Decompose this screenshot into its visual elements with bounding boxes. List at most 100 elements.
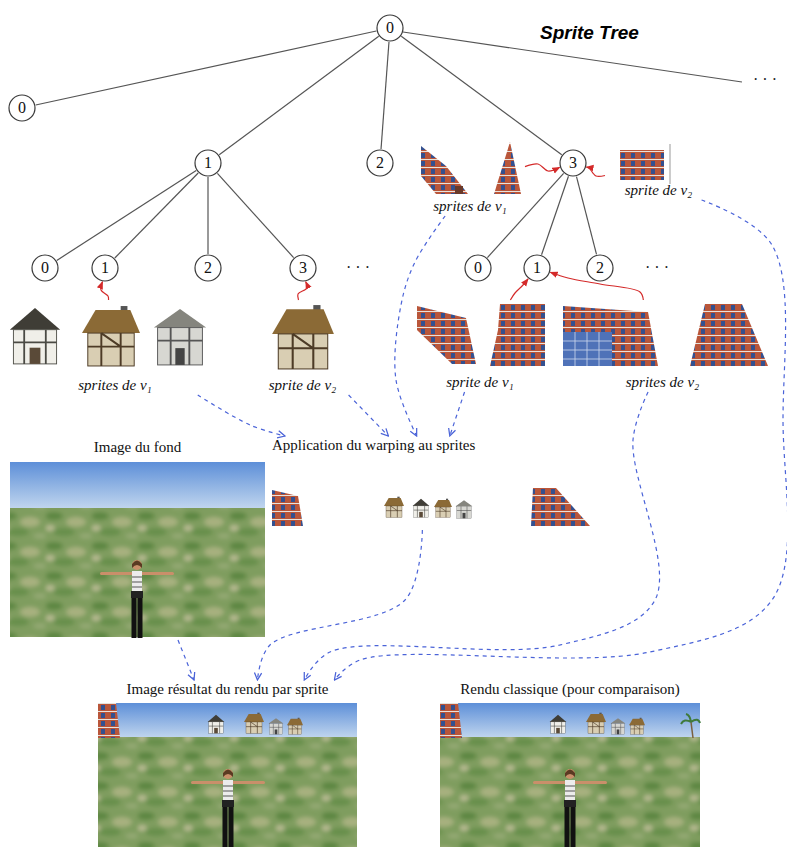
background-image-part-part (10, 508, 265, 637)
sprite-image-v1-building (417, 304, 545, 366)
panel-caption: Application du warping au sprites (272, 437, 475, 454)
node-circle (377, 15, 403, 41)
tree-branch (57, 171, 196, 261)
panel-caption: sprites de v₁ (433, 198, 507, 215)
sprite-image-v2-house (272, 305, 334, 369)
sprite-panel: Image résultat du rendu par sprite (95, 680, 360, 847)
sprite-render-image-part-part (98, 737, 357, 847)
tree-node: 0 (464, 254, 492, 282)
classic-render-image-part (691, 722, 693, 738)
classic-render-image-part (440, 703, 462, 738)
warped-sprites-part (456, 500, 473, 518)
warped-sprites (272, 488, 590, 526)
sprite-images-v2-buildings (563, 304, 768, 366)
classic-render-image-part (440, 703, 700, 739)
panel-caption: sprites de v₁ (78, 377, 152, 394)
render-flow-arrow (349, 395, 389, 436)
node-circle (587, 255, 613, 281)
background-image-part (10, 508, 265, 637)
panel-caption: Image résultat du rendu par sprite (126, 681, 328, 698)
node-circle (560, 150, 586, 176)
node-circle (290, 255, 316, 281)
tree-branch (487, 173, 563, 257)
sprite-image-v1-building-part (417, 306, 476, 364)
sprite-panel: sprite de v₂ (605, 145, 712, 200)
sprite-link-arrow (510, 279, 528, 300)
sprite-render-image-part (98, 703, 120, 738)
diagram-title: Sprite Tree (540, 22, 639, 44)
warped-sprites-part (413, 499, 430, 518)
panel-caption: sprites de v₂ (626, 374, 700, 391)
node-number: 0 (41, 259, 49, 277)
ellipsis-label: · · · (753, 71, 777, 89)
tree-branch (381, 42, 389, 149)
node-number: 1 (204, 154, 212, 172)
sprite-link-arrow (525, 164, 560, 171)
tree-branch (576, 177, 596, 255)
panel-caption: sprite de v₁ (446, 374, 514, 391)
sprite-panel: Image du fond (8, 438, 267, 640)
panel-caption: Image du fond (94, 439, 181, 456)
sprite-render-image-part (208, 715, 225, 734)
node-circle (32, 255, 58, 281)
node-number: 0 (18, 99, 26, 117)
classic-render-image-part (681, 714, 700, 724)
classic-render-image-part (629, 718, 645, 735)
tree-branch (219, 36, 379, 154)
tree-node: 1 (194, 149, 222, 177)
render-flow-arrow (395, 216, 445, 436)
sprite-image-v2-small-part (620, 150, 664, 180)
node-circle (367, 150, 393, 176)
connectors (36, 31, 787, 680)
node-number: 2 (376, 154, 384, 172)
warped-sprites-part (434, 499, 452, 518)
panel-caption: sprite de v₂ (269, 377, 337, 394)
sprite-images-v1-left-part (82, 306, 140, 366)
sprite-images-v1-left (10, 306, 206, 366)
background-image (0, 462, 280, 650)
classic-render-image (430, 703, 710, 847)
node-number: 0 (386, 19, 394, 37)
tree-node: 1 (91, 254, 119, 282)
sprite-render-image-part (98, 703, 357, 739)
node-number: 3 (299, 259, 307, 277)
node-circle (195, 255, 221, 281)
sprite-render-image-part (287, 718, 303, 735)
sprite-link-arrow (101, 282, 109, 300)
sprite-panel: sprites de v₁ (415, 140, 525, 216)
render-flow-arrow (198, 395, 285, 436)
sprite-panel: Rendu classique (pour comparaison) (435, 680, 705, 847)
tree-branch (217, 173, 293, 257)
node-circle (524, 255, 550, 281)
ellipsis-label: · · · (645, 259, 669, 277)
sprite-image-v2-house-part (272, 305, 334, 369)
sprite-render-image-part (244, 713, 264, 734)
render-flow-arrow (450, 392, 465, 436)
tree-node: 2 (194, 254, 222, 282)
sprite-render-image-part (98, 737, 357, 847)
tree-branch (207, 177, 208, 254)
node-number: 2 (204, 259, 212, 277)
classic-render-image-part (440, 737, 700, 847)
node-circle (195, 150, 221, 176)
sprite-render-image-part (191, 769, 265, 847)
sprite-images-v1-slivers-part (455, 186, 463, 194)
tree-node: 1 (523, 254, 551, 282)
classic-render-image-part (550, 715, 567, 734)
warped-sprites-part (531, 488, 590, 526)
tree-branch (542, 176, 569, 255)
sprite-images-v1-slivers (421, 142, 521, 194)
sprite-image-v1-building-part (490, 304, 545, 366)
sprite-render-image (88, 703, 368, 847)
sprite-image-v2-small-part (670, 144, 671, 184)
sprite-images-v1-slivers-part (494, 142, 521, 194)
tree-node: 0 (31, 254, 59, 282)
tree-node: 2 (586, 254, 614, 282)
sprite-panel: sprites de v₁ (5, 300, 225, 395)
tree-branch (36, 31, 377, 105)
ellipsis-label: · · · (346, 259, 370, 277)
